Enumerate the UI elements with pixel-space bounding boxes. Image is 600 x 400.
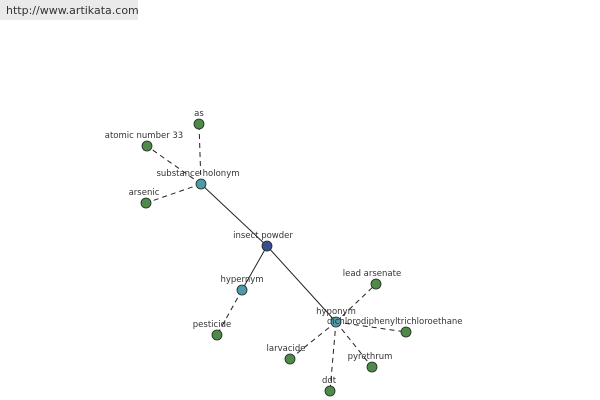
leaf-label-larvacide[interactable]: larvacide [267,344,306,354]
leaf-label-arsenic[interactable]: arsenic [129,188,160,198]
leaf-label-pyrethrum[interactable]: pyrethrum [348,352,393,362]
leaf-node-ddt[interactable] [324,385,336,397]
site-url-link[interactable]: http://www.artikata.com [6,4,139,17]
edge-hyponym-ddt [329,321,337,392]
edge-hyponym-pyrethrum [335,321,373,368]
edge-hyponym-dichlorodiphenyltrichloroethane [335,321,407,333]
url-banner: http://www.artikata.com [0,0,139,20]
edge-hyponym-larvacide [289,321,337,360]
edge-insect-powder-substance-holonym [200,183,268,247]
relation-node-hyponym[interactable] [330,316,342,328]
relation-label-substance-holonym[interactable]: substance holonym [156,169,239,179]
leaf-node-larvacide[interactable] [284,353,296,365]
leaf-label-pesticide[interactable]: pesticide [193,320,231,330]
edge-insect-powder-hypernym [241,245,268,291]
leaf-label-atomic-number-33[interactable]: atomic number 33 [105,131,183,141]
edge-insect-powder-hyponym [266,245,337,323]
relation-label-hypernym[interactable]: hypernym [220,275,263,285]
leaf-label-dichlorodiphenyltrichloroethane[interactable]: dichlorodiphenyltrichloroethane [327,317,463,327]
edge-substance-holonym-arsenic [145,183,202,204]
leaf-node-arsenic[interactable] [140,197,152,209]
leaf-label-ddt[interactable]: ddt [322,376,337,386]
leaf-node-dichlorodiphenyltrichloroethane[interactable] [400,326,412,338]
leaf-label-lead-arsenate[interactable]: lead arsenate [343,269,401,279]
edge-hyponym-lead-arsenate [335,283,377,323]
relation-node-substance-holonym[interactable] [195,178,207,190]
center-node-insect-powder[interactable] [261,240,273,252]
leaf-node-as[interactable] [193,118,205,130]
edge-substance-holonym-as [198,123,202,185]
leaf-node-lead-arsenate[interactable] [370,278,382,290]
relation-label-hyponym[interactable]: hyponym [316,307,356,317]
leaf-node-pyrethrum[interactable] [366,361,378,373]
leaf-label-as[interactable]: as [194,109,204,119]
edge-substance-holonym-atomic-number-33 [146,145,202,185]
leaf-node-atomic-number-33[interactable] [141,140,153,152]
relation-node-hypernym[interactable] [236,284,248,296]
leaf-node-pesticide[interactable] [211,329,223,341]
center-label-insect-powder[interactable]: insect powder [233,231,293,241]
